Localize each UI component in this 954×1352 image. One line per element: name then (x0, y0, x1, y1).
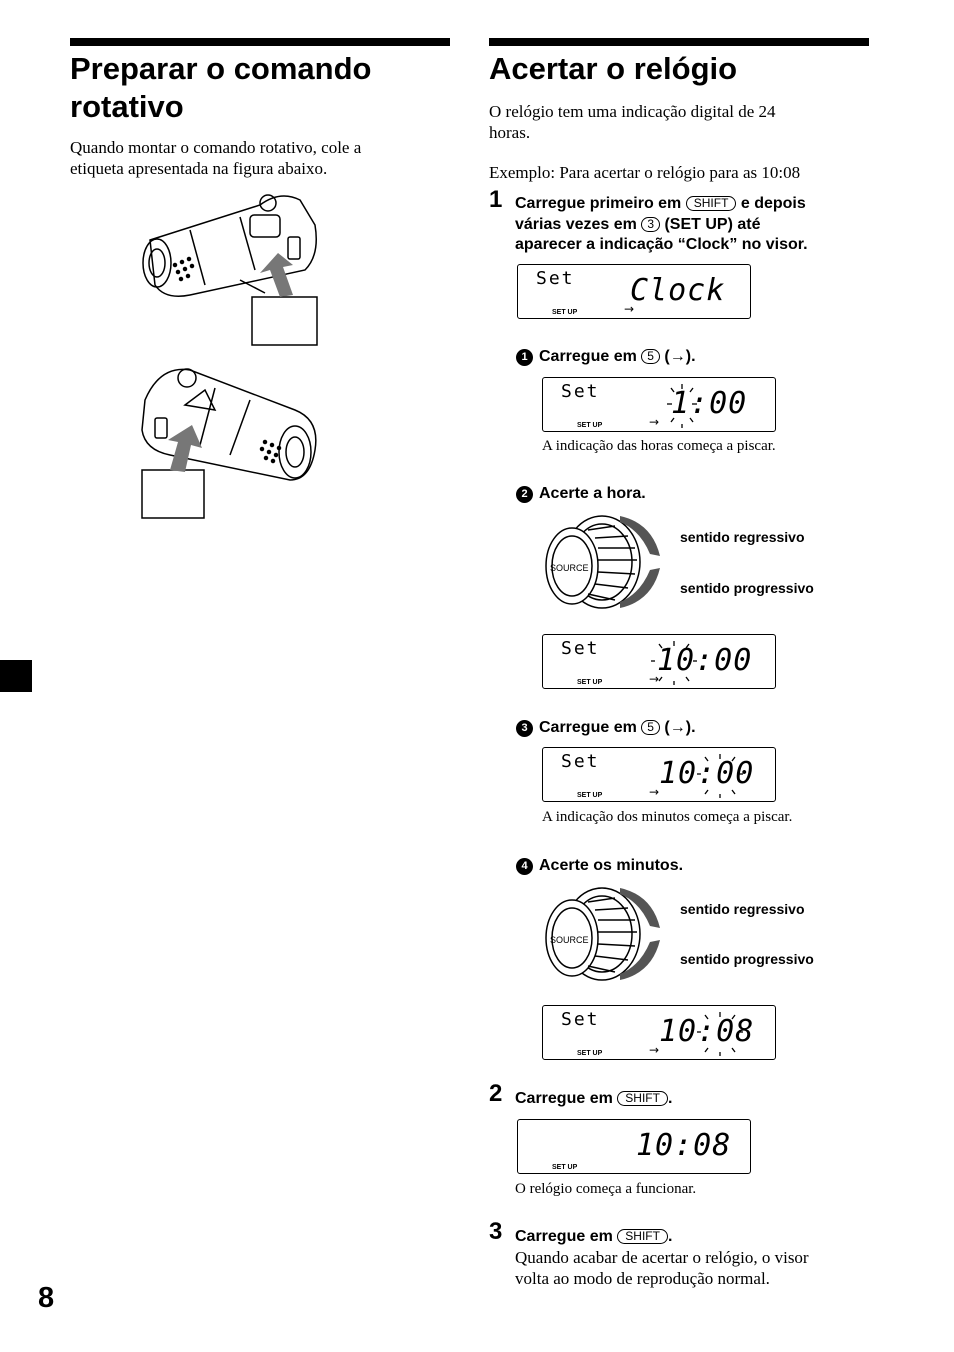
lcd-display-minutes-00: Set 10:00 SET UP → (542, 747, 776, 802)
lcd-setup-label: SET UP (577, 792, 603, 799)
direction-forward: sentido progressivo (680, 580, 814, 596)
substep3-number: 3 (516, 720, 533, 737)
step1-number: 1 (489, 186, 503, 213)
rotary-knob-icon: SOURCE (545, 887, 660, 981)
lcd-value: 10:08 (659, 1014, 755, 1049)
knob-source-label: SOURCE (550, 935, 589, 945)
lcd-display-clock: Set Clock SET UP → (517, 264, 751, 319)
key-5: 5 (641, 349, 660, 364)
shift-key: SHIFT (617, 1229, 668, 1244)
step3-description: Quando acabar de acertar o relógio, o vi… (515, 1248, 809, 1288)
left-title-rule (70, 38, 450, 46)
lcd-arrow: → (624, 302, 635, 316)
step3-number: 3 (489, 1218, 503, 1245)
rotary-commander-illustration-bottom (141, 368, 317, 519)
lcd-arrow: → (649, 415, 660, 429)
key-3: 3 (641, 216, 661, 232)
shift-key: SHIFT (685, 196, 737, 211)
blink-rays-icon (667, 384, 697, 428)
blink-rays-icon (697, 754, 743, 798)
lcd-setup-label: SET UP (577, 679, 603, 686)
left-intro: Quando montar o comando rotativo, cole a… (70, 138, 362, 178)
rotary-commander-illustration-top (142, 194, 318, 346)
lcd-set-label: Set (561, 381, 600, 402)
left-title-line1: Preparar o comando (70, 51, 372, 86)
lcd-display-running: 10:08 SET UP (517, 1119, 751, 1174)
direction-back: sentido regressivo (680, 529, 805, 545)
lcd-setup-label: SET UP (552, 1164, 578, 1171)
lcd-setup-label: SET UP (577, 422, 603, 429)
lcd-arrow: → (649, 1043, 660, 1057)
lcd-value: 10:00 (659, 756, 755, 791)
lcd-value: 1:00 (671, 386, 748, 421)
step3-text: Carregue em SHIFT. (515, 1228, 673, 1245)
substep4-number: 4 (516, 858, 533, 875)
right-title: Acertar o relógio (489, 51, 738, 86)
step1-text: Carregue primeiro em SHIFT e depois vári… (515, 195, 808, 253)
lcd-arrow: → (649, 672, 660, 686)
direction-forward: sentido progressivo (680, 951, 814, 967)
caption-hours: A indicação das horas começa a piscar. (542, 438, 776, 454)
lcd-display-hour-1: Set 1:00 SET UP → (542, 377, 776, 432)
lcd-set-label: Set (561, 638, 600, 659)
lcd-display-hour-10: Set 10:00 SET UP → (542, 634, 776, 689)
shift-key: SHIFT (617, 1091, 668, 1106)
lcd-arrow: → (649, 785, 660, 799)
page-number: 8 (38, 1282, 55, 1314)
lcd-setup-label: SET UP (577, 1050, 603, 1057)
substep2-number: 2 (516, 486, 533, 503)
step2-text: Carregue em SHIFT. (515, 1090, 673, 1107)
lcd-set-label: Set (561, 1009, 600, 1030)
lcd-display-minutes-08: Set 10:08 SET UP → (542, 1005, 776, 1060)
direction-back: sentido regressivo (680, 901, 805, 917)
right-title-rule (489, 38, 869, 46)
lcd-setup-label: SET UP (552, 309, 578, 316)
knob-source-label: SOURCE (550, 563, 589, 573)
lcd-value: Clock (630, 273, 726, 308)
left-title: Preparar o comando rotativo (70, 50, 371, 126)
step2-number: 2 (489, 1080, 503, 1107)
lcd-set-label: Set (561, 751, 600, 772)
blink-rays-icon (697, 1012, 743, 1056)
caption-clock: O relógio começa a funcionar. (515, 1181, 697, 1197)
lcd-set-label: Set (536, 268, 575, 289)
lcd-value: 10:00 (657, 643, 753, 678)
left-title-line2: rotativo (70, 89, 184, 124)
example-text: Exemplo: Para acertar o relógio para as … (489, 163, 801, 182)
section-tab (0, 660, 32, 692)
caption-minutes: A indicação dos minutos começa a piscar. (542, 809, 793, 825)
rotary-knob-icon: SOURCE (545, 515, 660, 609)
blink-rays-icon (651, 641, 697, 685)
right-intro: O relógio tem uma indicação digital de 2… (489, 102, 776, 142)
substep1-number: 1 (516, 349, 533, 366)
lcd-value: 10:08 (636, 1128, 732, 1163)
key-5: 5 (641, 720, 660, 735)
